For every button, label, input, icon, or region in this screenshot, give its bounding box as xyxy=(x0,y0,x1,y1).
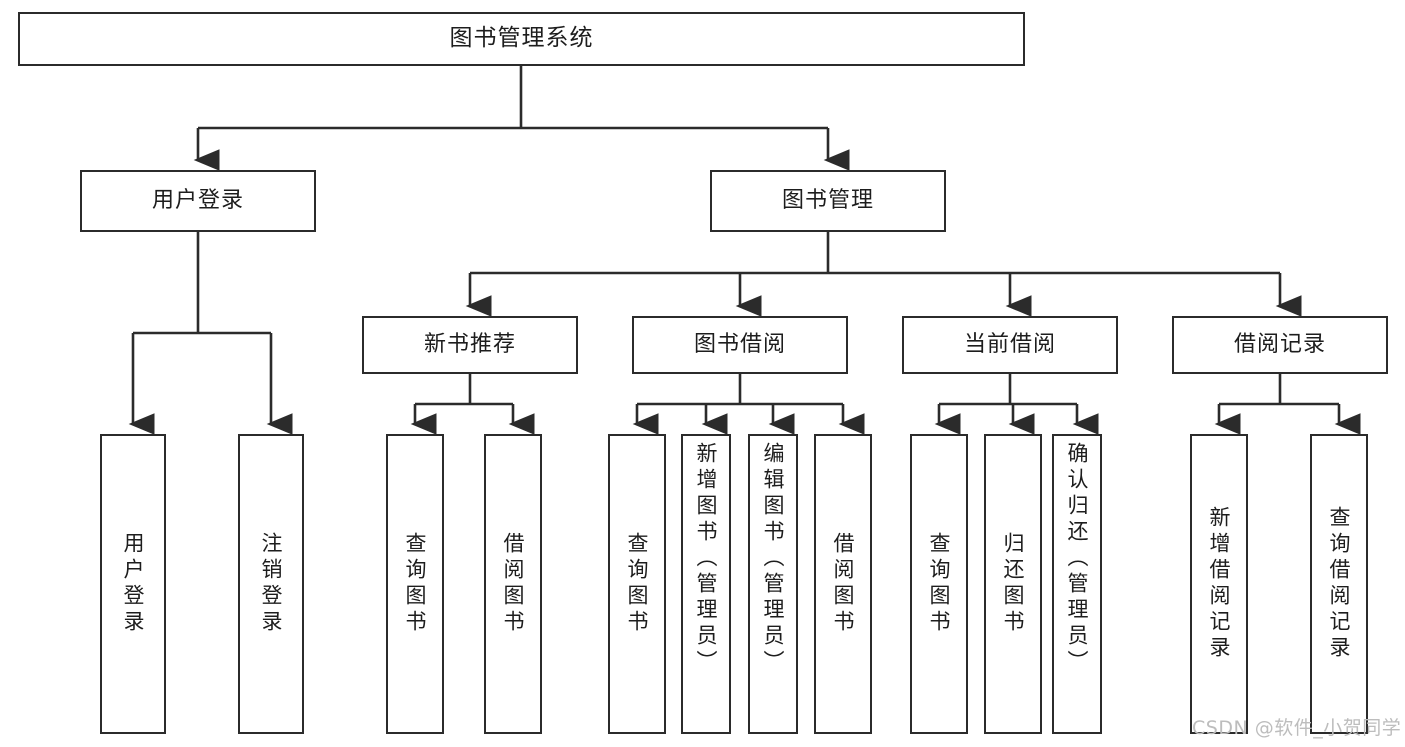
node-new-book-rec[interactable]: 新书推荐 xyxy=(362,316,578,374)
node-leaf-add-borrow-record[interactable]: 新增借阅记录 xyxy=(1190,434,1248,734)
node-book-manage-label: 图书管理 xyxy=(781,187,874,213)
csdn-watermark: CSDN @软件_小贺同学 xyxy=(1192,717,1402,739)
node-leaf-current-query-book[interactable]: 查询图书 xyxy=(910,434,968,734)
node-leaf-add-book-admin[interactable]: 新增图书（管理员） xyxy=(681,434,731,734)
node-leaf-label: 确认归还（管理员） xyxy=(1065,442,1090,676)
node-leaf-label: 借阅图书 xyxy=(501,532,526,636)
node-leaf-rec-borrow-book[interactable]: 借阅图书 xyxy=(484,434,542,734)
node-root-system[interactable]: 图书管理系统 xyxy=(18,12,1025,66)
node-leaf-label: 查询借阅记录 xyxy=(1327,506,1352,662)
node-leaf-label: 借阅图书 xyxy=(831,532,856,636)
node-leaf-label: 注销登录 xyxy=(259,532,284,636)
node-leaf-label: 查询图书 xyxy=(625,532,650,636)
node-leaf-label: 查询图书 xyxy=(403,532,428,636)
node-leaf-borrow-query-book[interactable]: 查询图书 xyxy=(608,434,666,734)
node-leaf-user-login[interactable]: 用户登录 xyxy=(100,434,166,734)
node-book-borrow-label: 图书借阅 xyxy=(693,331,786,357)
node-leaf-label: 新增借阅记录 xyxy=(1207,506,1232,662)
node-user-login-label: 用户登录 xyxy=(151,187,244,213)
node-user-login[interactable]: 用户登录 xyxy=(80,170,316,232)
node-leaf-borrow-book[interactable]: 借阅图书 xyxy=(814,434,872,734)
node-leaf-user-logout[interactable]: 注销登录 xyxy=(238,434,304,734)
node-borrow-record-label: 借阅记录 xyxy=(1233,331,1326,357)
node-book-manage[interactable]: 图书管理 xyxy=(710,170,946,232)
node-book-borrow[interactable]: 图书借阅 xyxy=(632,316,848,374)
node-leaf-label: 归还图书 xyxy=(1001,532,1026,636)
node-leaf-rec-query-book[interactable]: 查询图书 xyxy=(386,434,444,734)
node-current-borrow-label: 当前借阅 xyxy=(963,331,1056,357)
node-current-borrow[interactable]: 当前借阅 xyxy=(902,316,1118,374)
node-new-book-rec-label: 新书推荐 xyxy=(423,331,516,357)
node-borrow-record[interactable]: 借阅记录 xyxy=(1172,316,1388,374)
node-leaf-edit-book-admin[interactable]: 编辑图书（管理员） xyxy=(748,434,798,734)
node-leaf-label: 查询图书 xyxy=(927,532,952,636)
node-leaf-label: 编辑图书（管理员） xyxy=(761,442,786,676)
node-leaf-label: 用户登录 xyxy=(121,532,146,636)
node-leaf-query-borrow-record[interactable]: 查询借阅记录 xyxy=(1310,434,1368,734)
node-leaf-confirm-return-admin[interactable]: 确认归还（管理员） xyxy=(1052,434,1102,734)
node-leaf-return-book[interactable]: 归还图书 xyxy=(984,434,1042,734)
node-leaf-label: 新增图书（管理员） xyxy=(694,442,719,676)
node-root-label: 图书管理系统 xyxy=(449,25,594,52)
